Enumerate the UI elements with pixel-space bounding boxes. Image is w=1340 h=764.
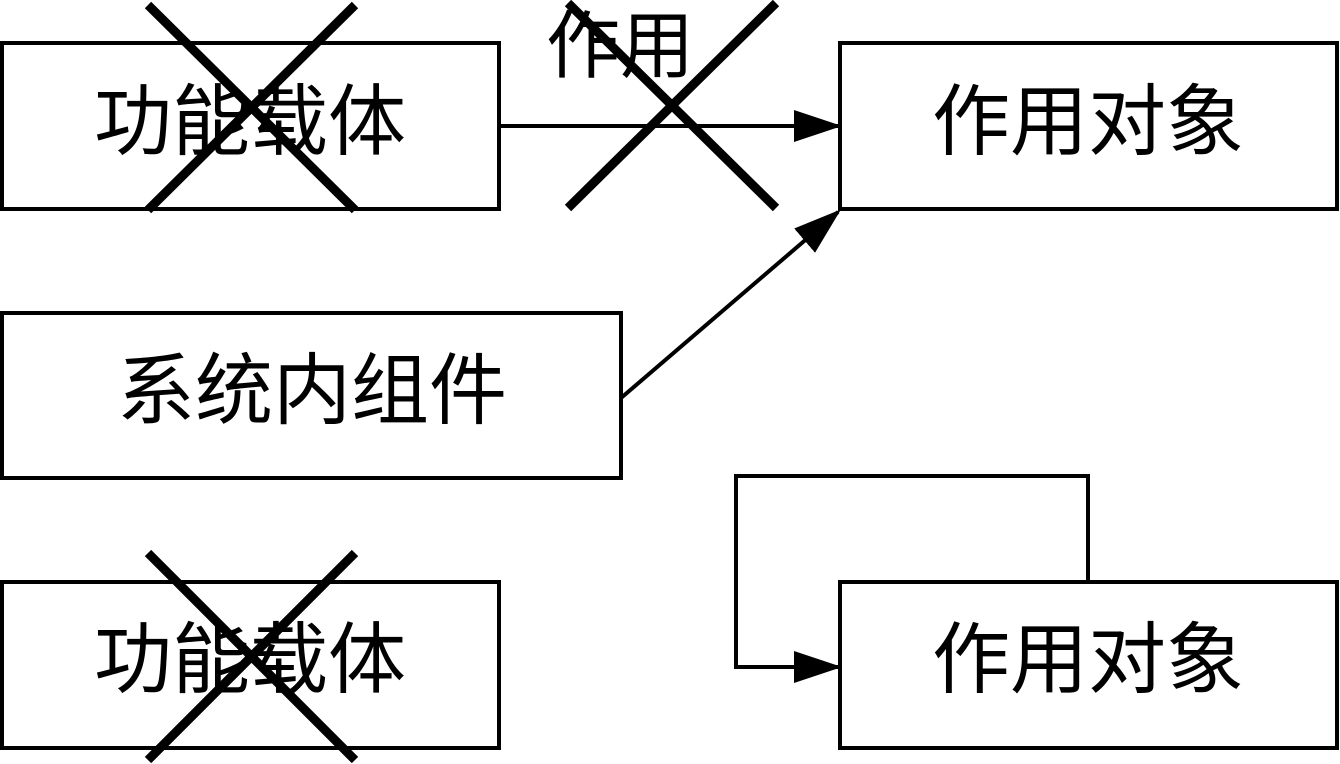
cross-mark-carrier-bottom-b [144,549,359,764]
node-target-top-label: 作用对象 [932,78,1244,168]
arrow-component-to-target [619,209,842,400]
edge-action-label: 作用 [546,3,694,89]
node-component[interactable]: 系统内组件 [0,311,623,480]
node-target-bottom-label: 作用对象 [932,616,1244,706]
node-carrier-top-label: 功能载体 [94,78,406,168]
self-action-loop-arrow [734,474,1090,683]
node-target-bottom[interactable]: 作用对象 [838,580,1339,750]
node-carrier-bottom[interactable]: 功能载体 [0,549,501,764]
edge-action-top[interactable]: 作用 [499,0,842,212]
node-target-top[interactable]: 作用对象 [838,41,1339,211]
cross-mark-carrier-top-b [144,1,359,214]
node-component-label: 系统内组件 [117,347,507,437]
node-carrier-top[interactable]: 功能载体 [0,1,501,214]
cross-mark-action-b [564,0,780,212]
